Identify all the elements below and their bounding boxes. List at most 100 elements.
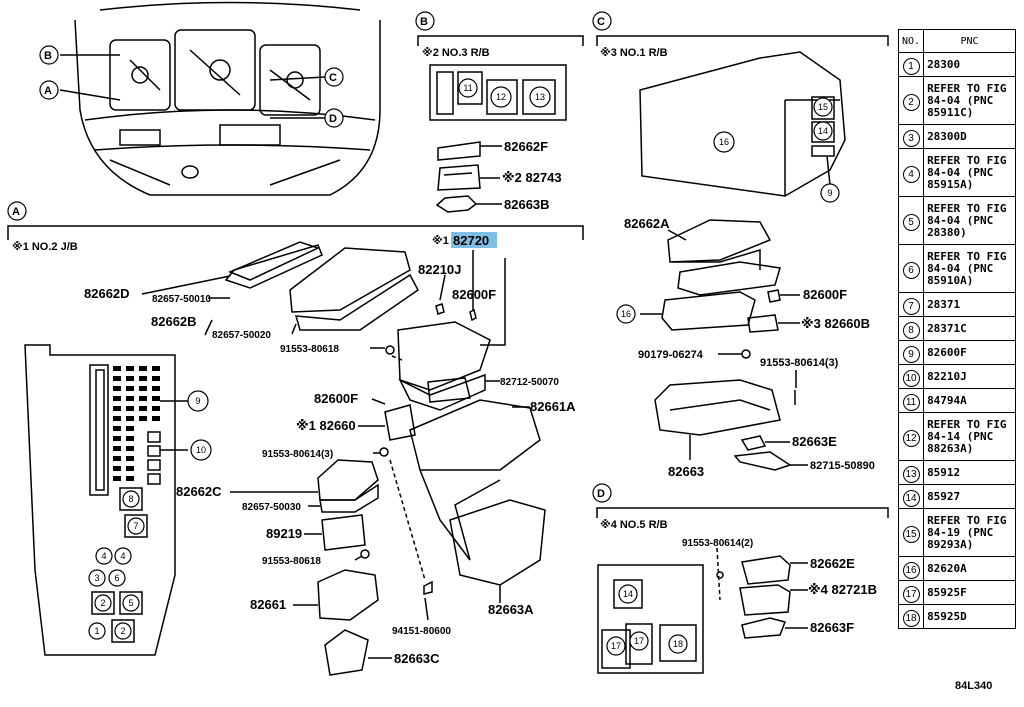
part-82662B[interactable]: 82662B [151,314,197,329]
part-89219[interactable]: 89219 [266,526,302,541]
callout-15-c: 15 [818,102,828,112]
pnc-row-number-circle: 4 [902,166,920,183]
pnc-row-value[interactable]: 28300 [923,52,1016,77]
part-82210J[interactable]: 82210J [418,262,461,277]
part-82721B[interactable]: ※4 82721B [808,582,877,597]
pnc-row-number-circle: 5 [902,214,920,231]
callout-9-a: 9 [195,396,200,406]
section-a-letter: A [12,206,20,218]
pnc-row-number-circle: 10 [902,370,920,387]
callout-1-a: 1 [94,626,99,636]
pnc-row-number-circle: 8 [902,322,920,339]
pnc-row-value[interactable]: 82600F [923,340,1016,365]
part-91553-c[interactable]: 91553-80614(3) [760,357,839,369]
part-82660[interactable]: ※1 82660 [296,418,356,433]
pnc-row-number: 6 [897,244,925,293]
pnc-row-value[interactable]: 28371 [923,292,1016,317]
part-82661[interactable]: 82661 [250,597,286,612]
section-d-header: ※4 NO.5 R/B [600,519,668,531]
pnc-row-value[interactable]: 85912 [923,460,1016,485]
pnc-header-no: NO. [897,29,925,53]
part-82662C[interactable]: 82662C [176,484,222,499]
callout-8-a: 8 [128,494,133,504]
part-82662D[interactable]: 82662D [84,286,130,301]
part-91553-a3[interactable]: 91553-80614(3) [262,449,333,460]
part-82720[interactable]: 82720 [453,233,489,248]
part-82712[interactable]: 82712-50070 [500,377,559,388]
pnc-row-number-circle: 17 [902,586,920,603]
pnc-row-value[interactable]: REFER TO FIG 84-04 (PNC 85915A) [923,148,1016,197]
pnc-row-number: 2 [897,76,925,125]
part-82660B[interactable]: ※3 82660B [801,316,870,331]
pnc-row-value[interactable]: REFER TO FIG 84-04 (PNC 28380) [923,196,1016,245]
part-82663E[interactable]: 82663E [792,434,837,449]
callout-4b-a: 4 [120,551,125,561]
part-82657-50010[interactable]: 82657-50010 [152,294,211,305]
part-82663C[interactable]: 82663C [394,651,440,666]
pnc-row-number: 5 [897,196,925,245]
pnc-row-value[interactable]: 82210J [923,364,1016,389]
pnc-row-number: 14 [897,484,925,509]
pnc-row-number: 17 [897,580,925,605]
part-82663A[interactable]: 82663A [488,602,534,617]
callout-14-c: 14 [818,126,828,136]
part-82715[interactable]: 82715-50890 [810,460,875,472]
pnc-row-value[interactable]: 82620A [923,556,1016,581]
callout-18-d: 18 [673,639,683,649]
part-82600F-c[interactable]: 82600F [803,287,847,302]
pnc-row-number-circle: 11 [902,394,920,411]
pnc-row-number: 4 [897,148,925,197]
pnc-row-value[interactable]: 84794A [923,388,1016,413]
part-82662A[interactable]: 82662A [624,216,670,231]
pnc-row-number: 10 [897,364,925,389]
part-82600F-a2[interactable]: 82600F [314,391,358,406]
callout-17b-d: 17 [634,636,644,646]
pnc-row-number-circle: 6 [902,262,920,279]
part-82657-50030[interactable]: 82657-50030 [242,502,301,513]
pnc-row-number: 13 [897,460,925,485]
part-82657-50020[interactable]: 82657-50020 [212,330,271,341]
part-82663B[interactable]: 82663B [504,197,550,212]
part-91553-80618-b[interactable]: 91553-80618 [262,556,321,567]
pnc-row-number-circle: 14 [902,490,920,507]
pnc-row-value[interactable]: 28371C [923,316,1016,341]
pnc-row-value[interactable]: 85925D [923,604,1016,629]
pnc-row-value[interactable]: 28300D [923,124,1016,149]
pnc-row-value[interactable]: 85927 [923,484,1016,509]
part-82662F[interactable]: 82662F [504,139,548,154]
part-82663[interactable]: 82663 [668,464,704,479]
pnc-row-value[interactable]: REFER TO FIG 84-14 (PNC 88263A) [923,412,1016,461]
pnc-row-value[interactable]: 85925F [923,580,1016,605]
callout-11-b: 11 [463,83,472,93]
callout-16b-c: 16 [621,309,631,319]
part-94151[interactable]: 94151-80600 [392,626,451,637]
part-82743[interactable]: ※2 82743 [502,170,562,185]
part-82663F[interactable]: 82663F [810,620,854,635]
callout-2b-a: 2 [120,626,125,636]
part-82600F-a1[interactable]: 82600F [452,287,496,302]
part-91553-d[interactable]: 91553-80614(2) [682,538,753,549]
part-90179[interactable]: 90179-06274 [638,349,704,361]
pnc-row-value[interactable]: REFER TO FIG 84-04 (PNC 85910A) [923,244,1016,293]
part-91553-80618-a[interactable]: 91553-80618 [280,344,339,355]
pnc-row-number: 1 [897,52,925,77]
part-82662E[interactable]: 82662E [810,556,855,571]
pnc-row-number-circle: 1 [902,58,920,75]
pnc-row-number: 3 [897,124,925,149]
pnc-row-number-circle: 13 [902,466,920,483]
pnc-row-value[interactable]: REFER TO FIG 84-04 (PNC 85911C) [923,76,1016,125]
callout-b: B [44,50,52,62]
pnc-row-value[interactable]: REFER TO FIG 84-19 (PNC 89293A) [923,508,1016,557]
part-82661A[interactable]: 82661A [530,399,576,414]
